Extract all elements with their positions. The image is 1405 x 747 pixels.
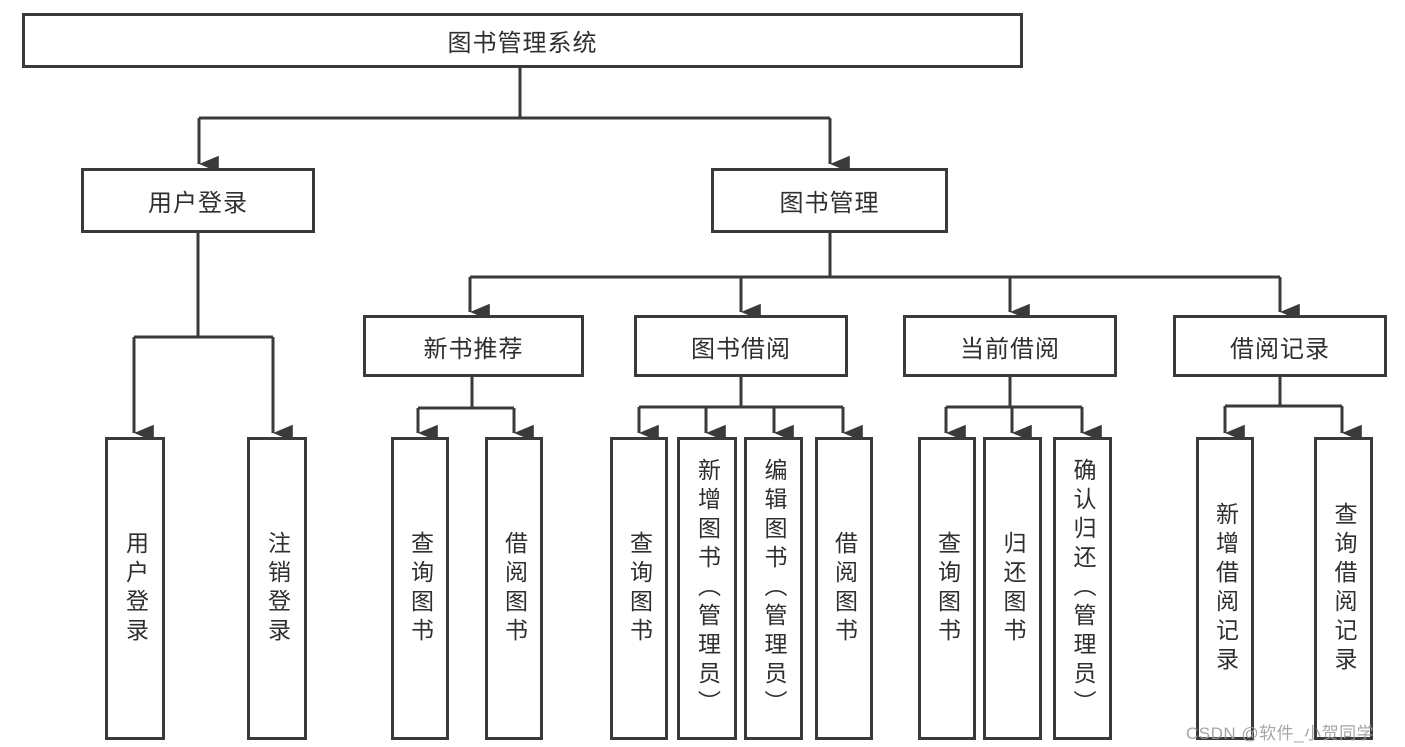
node-query-borrow-record: 查询借阅记录 bbox=[1314, 437, 1373, 740]
node-library-management-system: 图书管理系统 bbox=[22, 13, 1023, 68]
node-add-borrow-record: 新增借阅记录 bbox=[1196, 437, 1254, 740]
node-label: 归还图书 bbox=[1000, 530, 1026, 647]
node-label: 用户登录 bbox=[122, 530, 149, 647]
node-borrow-books: 借阅图书 bbox=[815, 437, 873, 740]
node-label: 查询图书 bbox=[626, 530, 653, 647]
node-query-books-recommend: 查询图书 bbox=[391, 437, 449, 740]
node-label: 新增图书（管理员） bbox=[694, 458, 721, 719]
node-book-management: 图书管理 bbox=[711, 168, 948, 233]
node-confirm-return-admin: 确认归还（管理员） bbox=[1053, 437, 1112, 740]
node-label: 注销登录 bbox=[264, 530, 291, 647]
node-return-books: 归还图书 bbox=[983, 437, 1042, 740]
node-query-books-current: 查询图书 bbox=[918, 437, 976, 740]
node-label: 借阅记录 bbox=[1230, 335, 1330, 363]
node-book-borrowing: 图书借阅 bbox=[634, 315, 848, 377]
node-new-book-recommend: 新书推荐 bbox=[363, 315, 584, 377]
node-label: 查询借阅记录 bbox=[1331, 501, 1357, 676]
node-borrow-books-recommend: 借阅图书 bbox=[485, 437, 543, 740]
node-label: 查询图书 bbox=[407, 530, 434, 647]
node-label: 图书管理 bbox=[779, 190, 880, 217]
node-user-login: 用户登录 bbox=[105, 437, 165, 740]
node-user-login-branch: 用户登录 bbox=[81, 168, 315, 233]
node-label: 图书管理系统 bbox=[447, 30, 598, 57]
node-label: 图书借阅 bbox=[691, 335, 791, 363]
node-label: 编辑图书（管理员） bbox=[761, 458, 787, 719]
node-label: 借阅图书 bbox=[831, 530, 858, 647]
node-label: 新增借阅记录 bbox=[1212, 501, 1239, 676]
watermark: CSDN @软件_小贺同学 bbox=[1186, 724, 1375, 743]
node-label: 查询图书 bbox=[934, 530, 961, 647]
node-edit-books-admin: 编辑图书（管理员） bbox=[744, 437, 803, 740]
node-borrowing-records: 借阅记录 bbox=[1173, 315, 1387, 377]
node-label: 当前借阅 bbox=[960, 335, 1060, 363]
node-label: 新书推荐 bbox=[423, 335, 524, 363]
node-label: 确认归还（管理员） bbox=[1070, 458, 1096, 719]
node-logout: 注销登录 bbox=[247, 437, 307, 740]
node-add-books-admin: 新增图书（管理员） bbox=[677, 437, 737, 740]
node-label: 用户登录 bbox=[148, 190, 248, 217]
node-label: 借阅图书 bbox=[501, 530, 528, 647]
node-query-books-borrowing: 查询图书 bbox=[610, 437, 668, 740]
node-current-borrowing: 当前借阅 bbox=[903, 315, 1117, 377]
